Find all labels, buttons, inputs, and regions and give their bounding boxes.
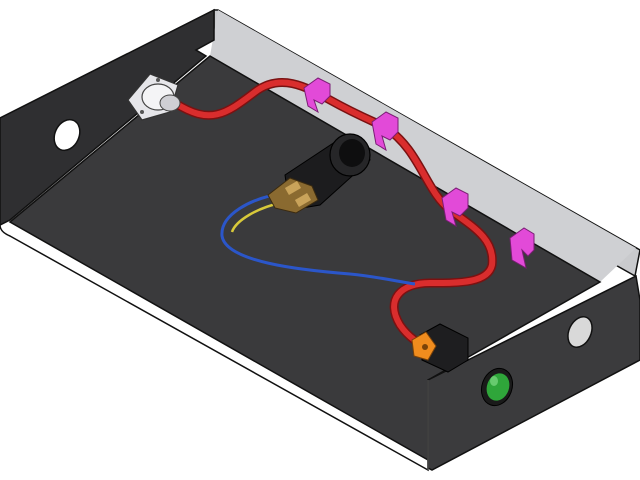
wire-clip-4 — [509, 227, 535, 269]
wire-clip-1 — [303, 77, 331, 114]
left-wall — [0, 8, 215, 226]
wire-clip-2 — [371, 111, 399, 152]
back-wall-inner-face — [210, 10, 636, 282]
green-indicator-highlight — [490, 376, 498, 386]
wire-clip-3 — [441, 187, 469, 228]
floor-bend-edge — [0, 224, 429, 472]
panel-connector — [127, 73, 181, 121]
toggle-switch — [411, 323, 469, 373]
left-wall-hole — [53, 118, 81, 152]
blue-wire — [220, 191, 416, 286]
fuse-holder — [267, 133, 371, 214]
front-wall-hole — [567, 316, 593, 348]
fuse-terminal — [267, 177, 319, 214]
